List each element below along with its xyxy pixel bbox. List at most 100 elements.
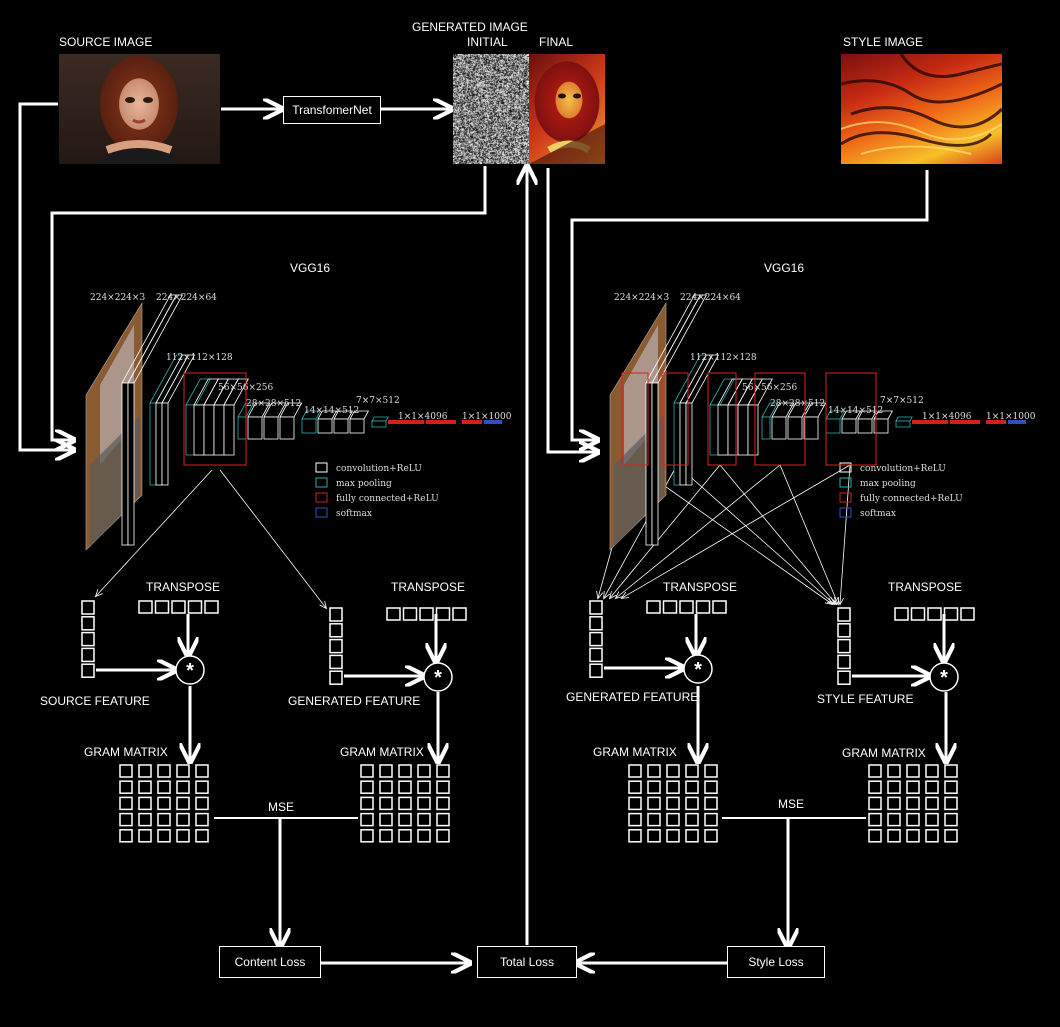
thin-arrow-content-generated [219, 469, 326, 608]
arrow-style-to-vgg-right [570, 170, 929, 440]
vgg-conv1b [651, 382, 659, 546]
vgg-conv5-0 [301, 418, 317, 434]
vgg-conv3-3 [737, 404, 749, 456]
vgg-conv3-2 [203, 404, 215, 456]
vgg-fc-1 [950, 420, 980, 424]
vgg-title-left: VGG16 [290, 261, 331, 275]
style-image-label: STYLE IMAGE [843, 35, 924, 49]
vgg-pool5-top [371, 416, 389, 422]
vgg-conv3-3 [213, 404, 225, 456]
vgg-conv4-0 [237, 416, 247, 440]
legend-swatch-0 [315, 462, 328, 473]
style-loss-box: Style Loss [727, 946, 825, 978]
vgg-conv4-1 [771, 416, 787, 440]
vgg-fc-3 [1008, 420, 1026, 424]
vgg-fc-2 [462, 420, 482, 424]
vgg-dim-label-6: 7×7×512 [880, 396, 924, 406]
fan-line-style-4 [840, 464, 851, 604]
vgg-dim-label-1: 224×224×64 [680, 293, 741, 303]
legend-label-2: fully connected+ReLU [860, 494, 963, 504]
vgg-conv4-3 [803, 416, 819, 440]
vgg-conv2b [161, 402, 169, 486]
vgg-conv3-1 [717, 404, 729, 456]
vgg-dim-label-8: 1×1×1000 [986, 412, 1036, 422]
legend-swatch-0 [839, 462, 852, 473]
layer-highlight-box-4 [825, 372, 877, 466]
fan-line-generated-4 [622, 464, 851, 598]
vgg-dim-label-0: 224×224×3 [90, 293, 145, 303]
vgg-conv5-2 [857, 418, 873, 434]
generated-final-image [529, 54, 605, 164]
vgg-dim-label-1: 224×224×64 [156, 293, 217, 303]
style-feature-label: STYLE FEATURE [817, 692, 914, 706]
arrow-generated-to-vgg-right [546, 168, 596, 452]
vgg-dim-label-5: 14×14×512 [828, 406, 883, 416]
vgg-conv4-3 [279, 416, 295, 440]
final-label: FINAL [539, 35, 574, 49]
legend-swatch-3 [839, 507, 852, 518]
layer-highlight-box-2 [707, 372, 737, 466]
vgg-dim-label-7: 1×1×4096 [922, 412, 972, 422]
initial-label: INITIAL [467, 35, 508, 49]
vgg-pool5 [371, 420, 387, 428]
vgg-conv5-2 [333, 418, 349, 434]
legend-label-3: softmax [336, 509, 372, 519]
source-image [59, 54, 220, 164]
vgg-conv3-4 [223, 404, 235, 456]
vgg-conv3-1 [193, 404, 205, 456]
vgg-conv2b [685, 402, 693, 486]
transpose-label-right-1: TRANSPOSE [663, 580, 738, 594]
vgg-dim-label-0: 224×224×3 [614, 293, 669, 303]
vgg-title-right: VGG16 [764, 261, 805, 275]
gram-matrix-label-left-1: GRAM MATRIX [84, 745, 168, 759]
arrow-source-to-vgg-left [18, 102, 72, 450]
legend-label-0: convolution+ReLU [860, 464, 946, 474]
style-brushstrokes [841, 54, 1002, 155]
vgg-conv5-3 [349, 418, 365, 434]
vgg-conv1b [127, 382, 135, 546]
fan-line-style-2 [719, 464, 836, 604]
vgg-dim-label-7: 1×1×4096 [398, 412, 448, 422]
gram-matrix-label-left-2: GRAM MATRIX [340, 745, 424, 759]
legend-swatch-3 [315, 507, 328, 518]
vgg-conv1a [121, 382, 129, 546]
legend-swatch-1 [315, 477, 328, 488]
legend-label-3: softmax [860, 509, 896, 519]
vgg-fc-1 [426, 420, 456, 424]
vgg-pool1 [673, 402, 681, 486]
layer-highlight-box-3 [754, 372, 806, 466]
layer-highlight-box-0 [621, 372, 649, 466]
vgg-dim-label-3: 56×56×256 [742, 383, 797, 393]
style-layer-fan [598, 464, 851, 604]
generated-feature-label-left: GENERATED FEATURE [288, 694, 421, 708]
vgg-conv5-1 [317, 418, 333, 434]
legend-label-1: max pooling [860, 479, 916, 489]
vgg-dim-label-2: 112×112×128 [690, 353, 757, 363]
transpose-label-right-2: TRANSPOSE [888, 580, 963, 594]
source-feature-label: SOURCE FEATURE [40, 694, 150, 708]
style-image [841, 54, 1002, 164]
layer-highlight-box-1 [661, 372, 689, 466]
generated-image-label: GENERATED IMAGE [412, 20, 528, 34]
vgg-conv3-0-top [709, 378, 735, 406]
vgg-fc-0 [912, 420, 948, 424]
portrait-shape [99, 97, 179, 164]
legend-label-1: max pooling [336, 479, 392, 489]
vgg-dim-label-5: 14×14×512 [304, 406, 359, 416]
total-loss-box: Total Loss [477, 946, 577, 978]
vgg-pool5 [895, 420, 911, 428]
vgg-fc-0 [388, 420, 424, 424]
fan-line-generated-2 [610, 464, 721, 598]
transpose-label-left-2: TRANSPOSE [391, 580, 466, 594]
vgg-conv5-1 [841, 418, 857, 434]
source-image-label: SOURCE IMAGE [59, 35, 153, 49]
legend-label-0: convolution+ReLU [336, 464, 422, 474]
transpose-label-left-1: TRANSPOSE [146, 580, 221, 594]
gram-matrix-label-right-1: GRAM MATRIX [593, 745, 677, 759]
vgg-conv4-2 [787, 416, 803, 440]
layer-highlight-box-0 [183, 372, 247, 466]
